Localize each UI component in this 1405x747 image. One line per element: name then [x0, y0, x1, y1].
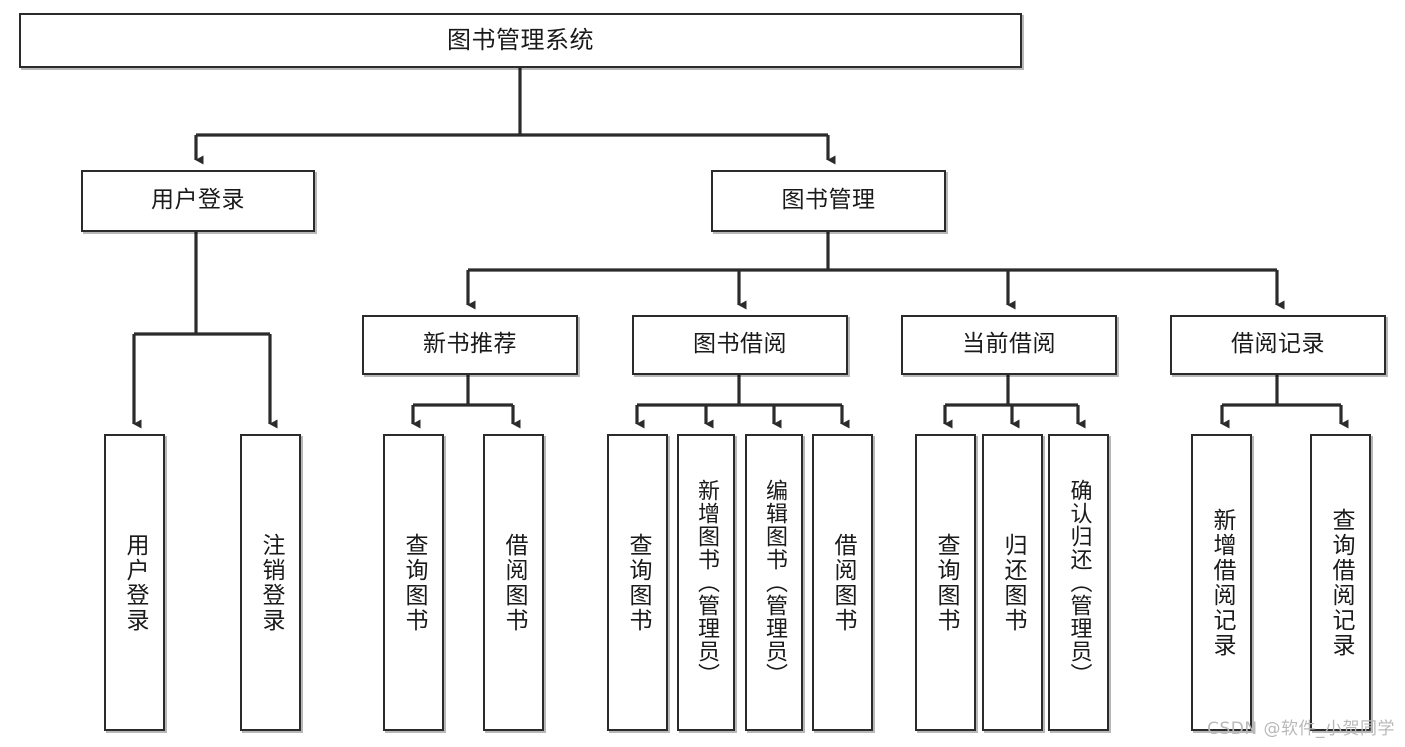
- node-label: 查询图书: [933, 532, 959, 633]
- node-borrow-record[interactable]: 借阅记录: [1170, 315, 1386, 375]
- node-book-borrow[interactable]: 图书借阅: [632, 315, 848, 375]
- node-label: 新书推荐: [423, 331, 517, 358]
- node-label: 借阅图书: [830, 532, 856, 633]
- node-label: 确认归还（管理员）: [1066, 479, 1092, 686]
- leaf-query-borrow-record[interactable]: 查询借阅记录: [1310, 434, 1371, 731]
- leaf-borrow-book-borrow[interactable]: 借阅图书: [812, 434, 873, 731]
- node-label: 图书管理: [781, 187, 876, 214]
- node-label: 查询图书: [401, 532, 427, 633]
- node-label: 用户登录: [122, 532, 148, 633]
- node-label: 查询借阅记录: [1328, 507, 1354, 658]
- leaf-confirm-return-admin[interactable]: 确认归还（管理员）: [1048, 434, 1109, 731]
- node-label: 图书借阅: [693, 331, 787, 358]
- node-label: 编辑图书（管理员）: [762, 479, 787, 686]
- leaf-logout-login[interactable]: 注销登录: [240, 434, 301, 731]
- leaf-borrow-book-recommend[interactable]: 借阅图书: [483, 434, 544, 731]
- node-label: 查询图书: [625, 532, 651, 633]
- node-user-login[interactable]: 用户登录: [81, 170, 315, 232]
- node-label: 图书管理系统: [447, 26, 594, 55]
- node-label: 当前借阅: [962, 331, 1056, 358]
- leaf-user-login[interactable]: 用户登录: [104, 434, 165, 731]
- node-label: 归还图书: [1000, 532, 1026, 633]
- leaf-query-book-borrow[interactable]: 查询图书: [607, 434, 668, 731]
- node-label: 新增借阅记录: [1209, 507, 1235, 658]
- leaf-query-book-recommend[interactable]: 查询图书: [383, 434, 444, 731]
- node-current-borrow[interactable]: 当前借阅: [901, 315, 1117, 375]
- leaf-query-book-current[interactable]: 查询图书: [915, 434, 976, 731]
- node-label: 用户登录: [151, 187, 245, 214]
- node-label: 注销登录: [258, 532, 284, 633]
- node-book-manage[interactable]: 图书管理: [711, 170, 946, 232]
- leaf-add-book-admin[interactable]: 新增图书（管理员）: [677, 434, 735, 731]
- node-new-book-recommend[interactable]: 新书推荐: [362, 315, 578, 375]
- leaf-return-book[interactable]: 归还图书: [982, 434, 1043, 731]
- node-root-system[interactable]: 图书管理系统: [19, 13, 1022, 68]
- csdn-watermark: CSDN @软件_小贺同学: [1207, 719, 1395, 739]
- node-label: 借阅记录: [1231, 331, 1325, 358]
- node-label: 借阅图书: [501, 532, 527, 633]
- node-label: 新增图书（管理员）: [694, 479, 719, 686]
- leaf-edit-book-admin[interactable]: 编辑图书（管理员）: [745, 434, 803, 731]
- leaf-add-borrow-record[interactable]: 新增借阅记录: [1191, 434, 1252, 731]
